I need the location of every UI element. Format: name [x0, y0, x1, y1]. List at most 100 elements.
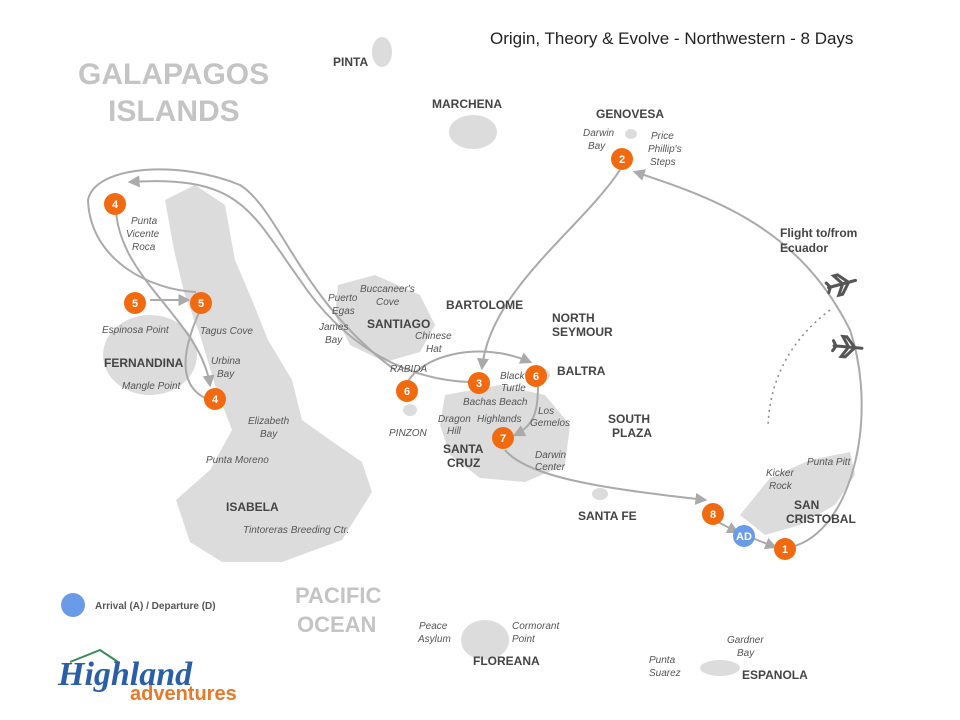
- ocean-label-2: OCEAN: [297, 612, 376, 637]
- map-label: GENOVESA: [596, 107, 664, 121]
- stop-5-espinosa[interactable]: 5: [124, 292, 146, 314]
- route-line: [632, 169, 863, 549]
- map-label: Buccaneer's: [360, 284, 415, 295]
- map-label: PINTA: [333, 55, 368, 69]
- map-label: 4: [212, 394, 219, 406]
- map-label: Bay: [737, 648, 755, 659]
- island-labels: PINTA MARCHENA GENOVESA BARTOLOME SANTIA…: [104, 55, 856, 682]
- stop-4-punta-vicente-roca[interactable]: 4: [104, 193, 126, 215]
- highland-adventures-logo: Highland adventures: [57, 648, 237, 705]
- stop-circle: [611, 148, 633, 170]
- map-label: Suarez: [649, 668, 681, 679]
- map-label: Phillip's: [648, 144, 682, 155]
- map-label: Los: [538, 406, 554, 417]
- map-label: 5: [198, 298, 204, 310]
- map-label: Rock: [769, 481, 793, 492]
- map-label: Punta: [649, 655, 676, 666]
- stop-1[interactable]: 1: [774, 538, 796, 560]
- map-label: Chinese: [415, 331, 452, 342]
- stop-circle: [525, 365, 547, 387]
- map-label: Espinosa Point: [102, 325, 170, 336]
- stop-3[interactable]: 3: [468, 372, 490, 394]
- stop-6-rabida[interactable]: 6: [396, 380, 418, 402]
- map-label: Point: [512, 634, 536, 645]
- stop-circle: [733, 525, 755, 547]
- map-label: Steps: [650, 157, 676, 168]
- map-label: Bay: [260, 429, 278, 440]
- map-label: Hill: [447, 426, 462, 437]
- map-label: PINZON: [389, 428, 428, 439]
- stop-circle: [396, 380, 418, 402]
- map-label: Kicker: [766, 468, 794, 479]
- stop-7[interactable]: 7: [492, 427, 514, 449]
- region-title-line1: GALAPAGOS: [78, 58, 269, 91]
- map-label: CRUZ: [447, 456, 480, 470]
- map-label: Bay: [588, 141, 606, 152]
- stop-circle: [124, 292, 146, 314]
- legend-arrival-dot: [61, 593, 85, 617]
- route-line: [86, 168, 396, 371]
- map-label: Gemelos: [530, 418, 570, 429]
- map-label: 2: [619, 154, 625, 166]
- route-line: [717, 521, 740, 534]
- stop-5-tagus[interactable]: 5: [190, 292, 212, 314]
- fernandina-island: [103, 315, 197, 395]
- map-label: Cove: [376, 297, 400, 308]
- map-label: SANTA: [443, 442, 484, 456]
- arrival-departure-marker[interactable]: AD: [733, 525, 755, 547]
- airplane-icon: [824, 273, 858, 298]
- map-label: SOUTH: [608, 412, 650, 426]
- legend-label: Arrival (A) / Departure (D): [95, 601, 216, 612]
- map-label: AD: [736, 531, 752, 543]
- map-label: Elizabeth: [248, 416, 290, 427]
- map-label: Bay: [325, 335, 343, 346]
- stop-circle: [774, 538, 796, 560]
- map-label: PLAZA: [612, 426, 652, 440]
- map-label: ISABELA: [226, 500, 279, 514]
- marchena-island: [449, 115, 497, 149]
- map-label: Center: [535, 462, 566, 473]
- map-label: Punta: [131, 216, 158, 227]
- route-line: [751, 537, 778, 550]
- stop-circle: [468, 372, 490, 394]
- stop-circle: [492, 427, 514, 449]
- map-label: 1: [782, 544, 788, 556]
- route-line: [512, 384, 539, 437]
- map-label: SEYMOUR: [552, 325, 613, 339]
- flight-label-2: Ecuador: [780, 241, 828, 255]
- map-label: 5: [132, 298, 138, 310]
- map-label: MARCHENA: [432, 97, 502, 111]
- islands: [103, 37, 855, 676]
- map-label: BALTRA: [557, 364, 606, 378]
- map-label: Tintoreras Breeding Ctr.: [243, 525, 349, 536]
- flight-path: [767, 309, 831, 426]
- stop-2[interactable]: 2: [611, 148, 633, 170]
- san-cristobal-island: [740, 452, 855, 535]
- map-label: 3: [476, 378, 482, 390]
- map-label: Punta Moreno: [206, 455, 269, 466]
- santa-fe-island: [592, 488, 608, 500]
- map-label: Cormorant: [512, 621, 560, 632]
- map-label: James: [318, 322, 348, 333]
- stop-8[interactable]: 8: [702, 503, 724, 525]
- map-label: Darwin: [535, 450, 567, 461]
- map-label: Price: [651, 131, 674, 142]
- map-label: SAN: [794, 498, 819, 512]
- airplane-icon: [831, 334, 864, 359]
- map-label: FLOREANA: [473, 654, 540, 668]
- espanola-island: [700, 660, 740, 676]
- route-line: [504, 449, 708, 505]
- map-label: Bachas Beach: [463, 397, 528, 408]
- map-label: 4: [112, 199, 119, 211]
- map-label: Dragon: [438, 414, 471, 425]
- map-label: 7: [500, 433, 506, 445]
- map-label: CRISTOBAL: [786, 512, 856, 526]
- map-label: Black: [500, 371, 525, 382]
- stop-4-urbina-bay[interactable]: 4: [204, 388, 226, 410]
- map-label: Highland: [57, 656, 193, 693]
- route-line: [405, 350, 533, 386]
- map-label: Roca: [132, 242, 156, 253]
- genovesa-island: [625, 129, 637, 139]
- stop-6-black-turtle[interactable]: 6: [525, 365, 547, 387]
